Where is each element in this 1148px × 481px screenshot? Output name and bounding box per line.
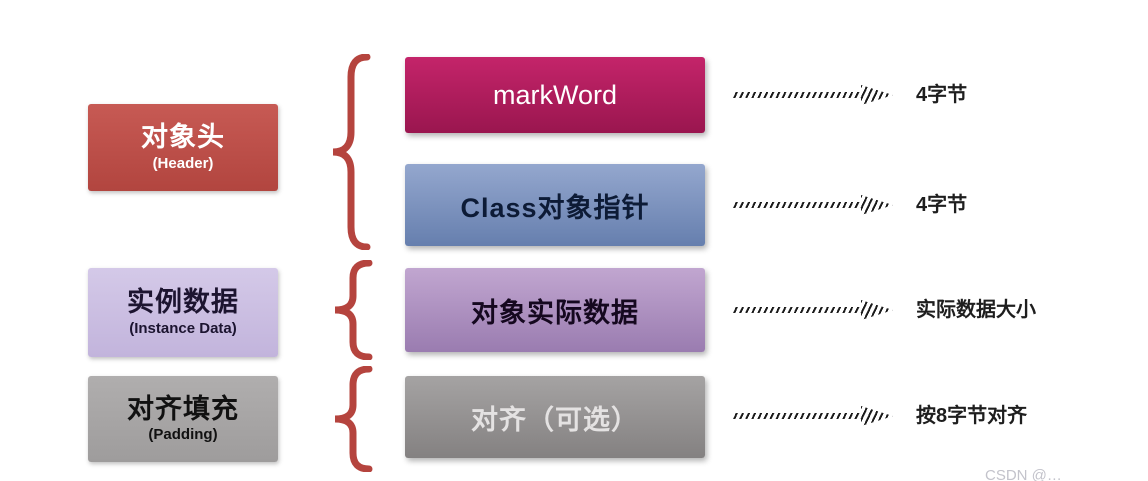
- alignment-block: 对齐（可选）: [405, 376, 705, 458]
- watermark: CSDN @…: [985, 467, 1062, 481]
- header-label-box: 对象头 (Header): [88, 104, 278, 191]
- class-pointer-block: Class对象指针: [405, 164, 705, 246]
- instance-data-size-label: 实际数据大小: [916, 299, 1036, 321]
- header-label-subtitle: (Header): [152, 154, 214, 172]
- markword-size-arrow-icon: [733, 85, 893, 105]
- instance-data-block: 对象实际数据: [405, 268, 705, 352]
- alignment-size-label: 按8字节对齐: [916, 405, 1028, 427]
- instance-data-label-title: 实例数据: [127, 287, 239, 318]
- alignment-block-label: 对齐（可选）: [471, 404, 639, 435]
- padding-label-box: 对齐填充 (Padding): [88, 376, 278, 462]
- markword-block: markWord: [405, 57, 705, 133]
- instance-brace-icon: [334, 260, 373, 360]
- class-pointer-size-label: 4字节: [916, 194, 968, 216]
- markword-block-label: markWord: [492, 79, 618, 110]
- class-pointer-block-label: Class对象指针: [460, 192, 650, 223]
- padding-label-title: 对齐填充: [127, 393, 239, 424]
- class-pointer-size-arrow-icon: [733, 195, 893, 215]
- padding-label-subtitle: (Padding): [148, 426, 218, 444]
- instance-data-block-label: 对象实际数据: [471, 297, 639, 328]
- header-label-title: 对象头: [141, 122, 225, 153]
- instance-data-label-box: 实例数据 (Instance Data): [88, 268, 278, 357]
- instance-data-label-subtitle: (Instance Data): [129, 319, 237, 337]
- markword-size-label: 4字节: [916, 84, 968, 106]
- alignment-size-arrow-icon: [733, 406, 893, 426]
- instance-data-size-arrow-icon: [733, 300, 893, 320]
- header-brace-icon: [332, 54, 371, 250]
- padding-brace-icon: [334, 366, 373, 472]
